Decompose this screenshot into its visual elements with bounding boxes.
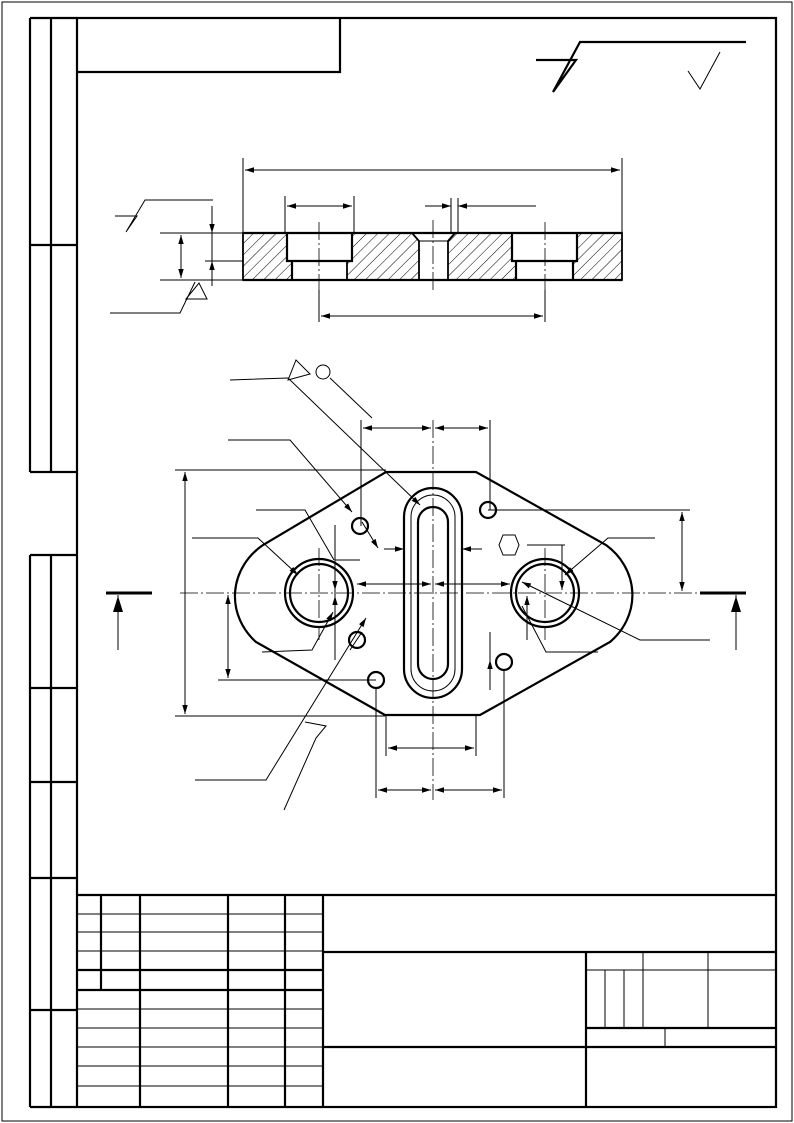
section-view [242, 220, 623, 290]
section-arrow-icon [700, 591, 746, 650]
surface-roughness-icon [115, 199, 213, 233]
plan-dimensions [175, 420, 690, 798]
surface-roughness-icon [687, 51, 721, 90]
section-arrow-icon [106, 591, 152, 650]
tolerance-datum-icon [110, 281, 208, 314]
surface-roughness-icon [283, 721, 327, 811]
leader-lines [192, 377, 710, 781]
tolerance-datum-icon [287, 359, 373, 419]
left-binding-strip [28, 16, 77, 1109]
surface-roughness-icon [536, 40, 746, 93]
plan-view [180, 420, 700, 800]
section-dimensions [160, 158, 623, 322]
title-block [77, 893, 776, 1107]
